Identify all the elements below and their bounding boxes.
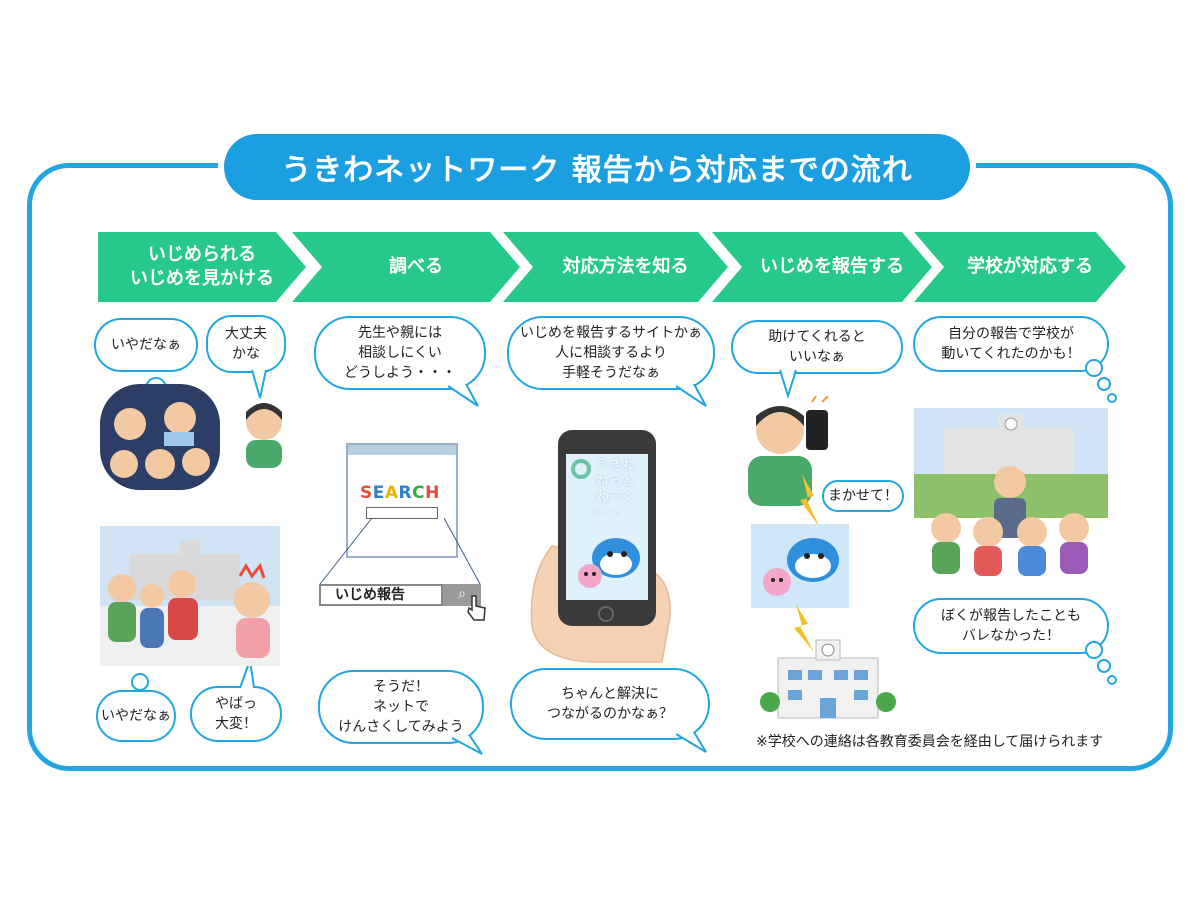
school-building-illustration (760, 639, 896, 719)
app-smile: ^ ^ ^ (592, 510, 621, 520)
step-2: 調べる (292, 232, 520, 302)
lightning-icon (794, 604, 814, 652)
cursor-hand-icon (467, 595, 486, 621)
speech-bubble: まかせて！ (822, 480, 904, 512)
speech-bubble: 自分の報告で学校が 動いてくれたのかも！ (913, 316, 1109, 372)
ukiwa-logo-icon (571, 459, 591, 479)
bubble-tail (452, 736, 483, 755)
step-4: いじめを報告する (712, 232, 932, 302)
mascot-panel (751, 524, 849, 608)
search-icon: ⌕ (458, 586, 466, 602)
lightning-icon (800, 474, 820, 528)
smartphone: うきわ ねっと わーく ^ ^ ^ (558, 430, 656, 626)
speech-bubble: 大丈夫 かな (206, 315, 286, 373)
bubble-tail (676, 384, 707, 407)
bubble-tail (676, 732, 707, 753)
step-5: 学校が対応する (914, 232, 1126, 302)
worried-boy-illustration (246, 403, 282, 468)
bubble-tail (448, 384, 479, 407)
speech-bubble: いやだなぁ (96, 690, 176, 742)
step-4-label: いじめを報告する (760, 256, 904, 277)
step-1: いじめられる いじめを見かける (98, 232, 306, 302)
bullying-scene-illustration (100, 526, 280, 666)
thought-dots (131, 673, 149, 691)
bubble-tail (779, 370, 797, 398)
speech-bubble: いやだなぁ (94, 318, 198, 372)
bubble-tail (239, 660, 255, 689)
speech-bubble: そうだ！ ネットで けんさくしてみよう (318, 670, 484, 744)
mini-search-box (366, 507, 438, 519)
boy-phone-illustration (748, 396, 829, 506)
school-celebration-illustration (914, 408, 1108, 576)
search-query-field[interactable]: いじめ報告 (319, 584, 443, 606)
speech-bubble: ちゃんと解決に つながるのかなぁ？ (510, 668, 710, 740)
browser-toolbar (348, 445, 456, 455)
footnote: ※学校への連絡は各教育委員会を経由して届けられます (756, 734, 1104, 750)
phone-screen: うきわ ねっと わーく ^ ^ ^ (566, 454, 648, 600)
browser-window: SEARCH (346, 443, 458, 558)
speech-bubble: いじめを報告するサイトかぁ 人に相談するより 手軽そうだなぁ (507, 316, 715, 390)
home-button[interactable] (598, 606, 614, 622)
step-5-label: 学校が対応する (967, 256, 1093, 277)
app-name: うきわ ねっと わーく (596, 458, 636, 505)
step-3: 対応方法を知る (503, 232, 728, 302)
dark-group-illustration (100, 384, 220, 490)
step-3-label: 対応方法を知る (562, 256, 689, 277)
bubble-tail (251, 370, 267, 399)
speech-bubble: やばっ 大変！ (190, 686, 282, 742)
speech-bubble: 先生や親には 相談しにくい どうしよう・・・ (314, 316, 486, 390)
thought-dots (1085, 359, 1117, 403)
speech-bubble: ぼくが報告したことも バレなかった！ (913, 598, 1109, 654)
mascot-icon (763, 538, 839, 596)
speech-bubble: 助けてくれると いいなぁ (731, 320, 903, 374)
thought-dots (1085, 641, 1117, 685)
title-banner: うきわネットワーク 報告から対応までの流れ (218, 128, 976, 206)
mascot-icon (578, 538, 640, 588)
step-2-label: 調べる (389, 256, 443, 277)
zoom-lines (319, 517, 481, 585)
diagram-title: うきわネットワーク 報告から対応までの流れ (224, 134, 970, 200)
search-logo: SEARCH (360, 483, 440, 503)
step-1-label: いじめられる いじめを見かける (130, 244, 274, 289)
